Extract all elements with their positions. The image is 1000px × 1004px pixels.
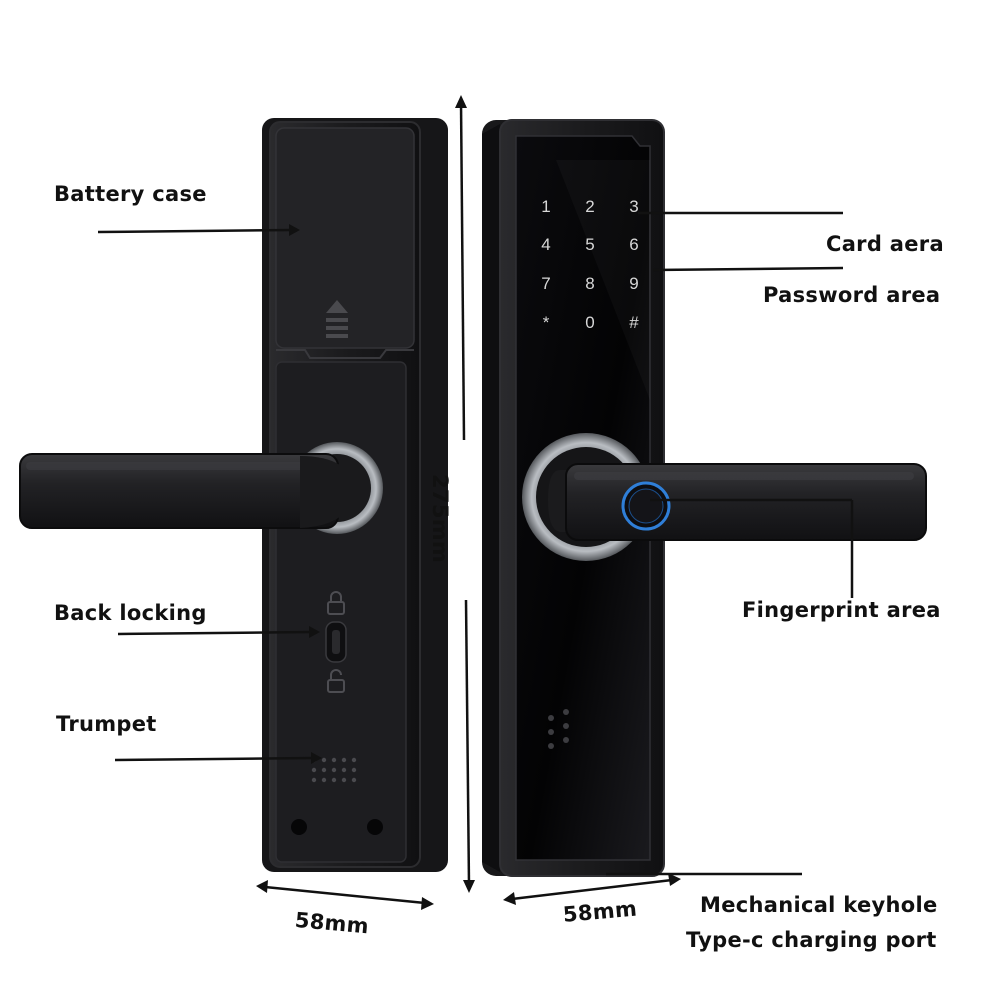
back-locking-label: Back locking [54, 601, 207, 625]
callout-lines [97, 211, 854, 876]
height-dimension: 275mm [428, 474, 452, 564]
password-area-label: Password area [763, 283, 941, 307]
battery-cover [275, 127, 415, 349]
keypad-key: 3 [629, 197, 638, 216]
lock-icon [327, 591, 345, 615]
keypad-key: 8 [585, 274, 594, 293]
type-c-port-label: Type-c charging port [686, 928, 937, 952]
front-speaker-dots [548, 709, 569, 749]
dimension-lines [256, 95, 681, 910]
front-handle [548, 463, 927, 541]
keypad-key: * [543, 313, 550, 332]
battery-case-label: Battery case [54, 182, 207, 206]
keypad-key: 1 [541, 197, 550, 216]
mechanical-keyhole-label: Mechanical keyhole [700, 893, 938, 917]
eject-arrow-icon [326, 300, 348, 338]
keypad-key: 2 [585, 197, 594, 216]
card-area-label: Card aera [826, 232, 944, 256]
keypad-key: 4 [541, 235, 550, 254]
screw-hole [367, 819, 383, 835]
fingerprint-area-label: Fingerprint area [742, 598, 941, 622]
keypad-key: 7 [541, 274, 550, 293]
keypad-key: 5 [585, 235, 594, 254]
trumpet-label: Trumpet [56, 712, 157, 736]
keypad-key: 9 [629, 274, 638, 293]
keypad-key: # [629, 313, 639, 332]
unlock-icon [327, 669, 345, 693]
screw-hole [291, 819, 307, 835]
back-handle [19, 453, 356, 529]
keypad-key: 0 [585, 313, 594, 332]
password-keypad: 1 2 3 4 5 6 7 8 9 * 0 # [541, 197, 639, 332]
keypad-key: 6 [629, 235, 638, 254]
